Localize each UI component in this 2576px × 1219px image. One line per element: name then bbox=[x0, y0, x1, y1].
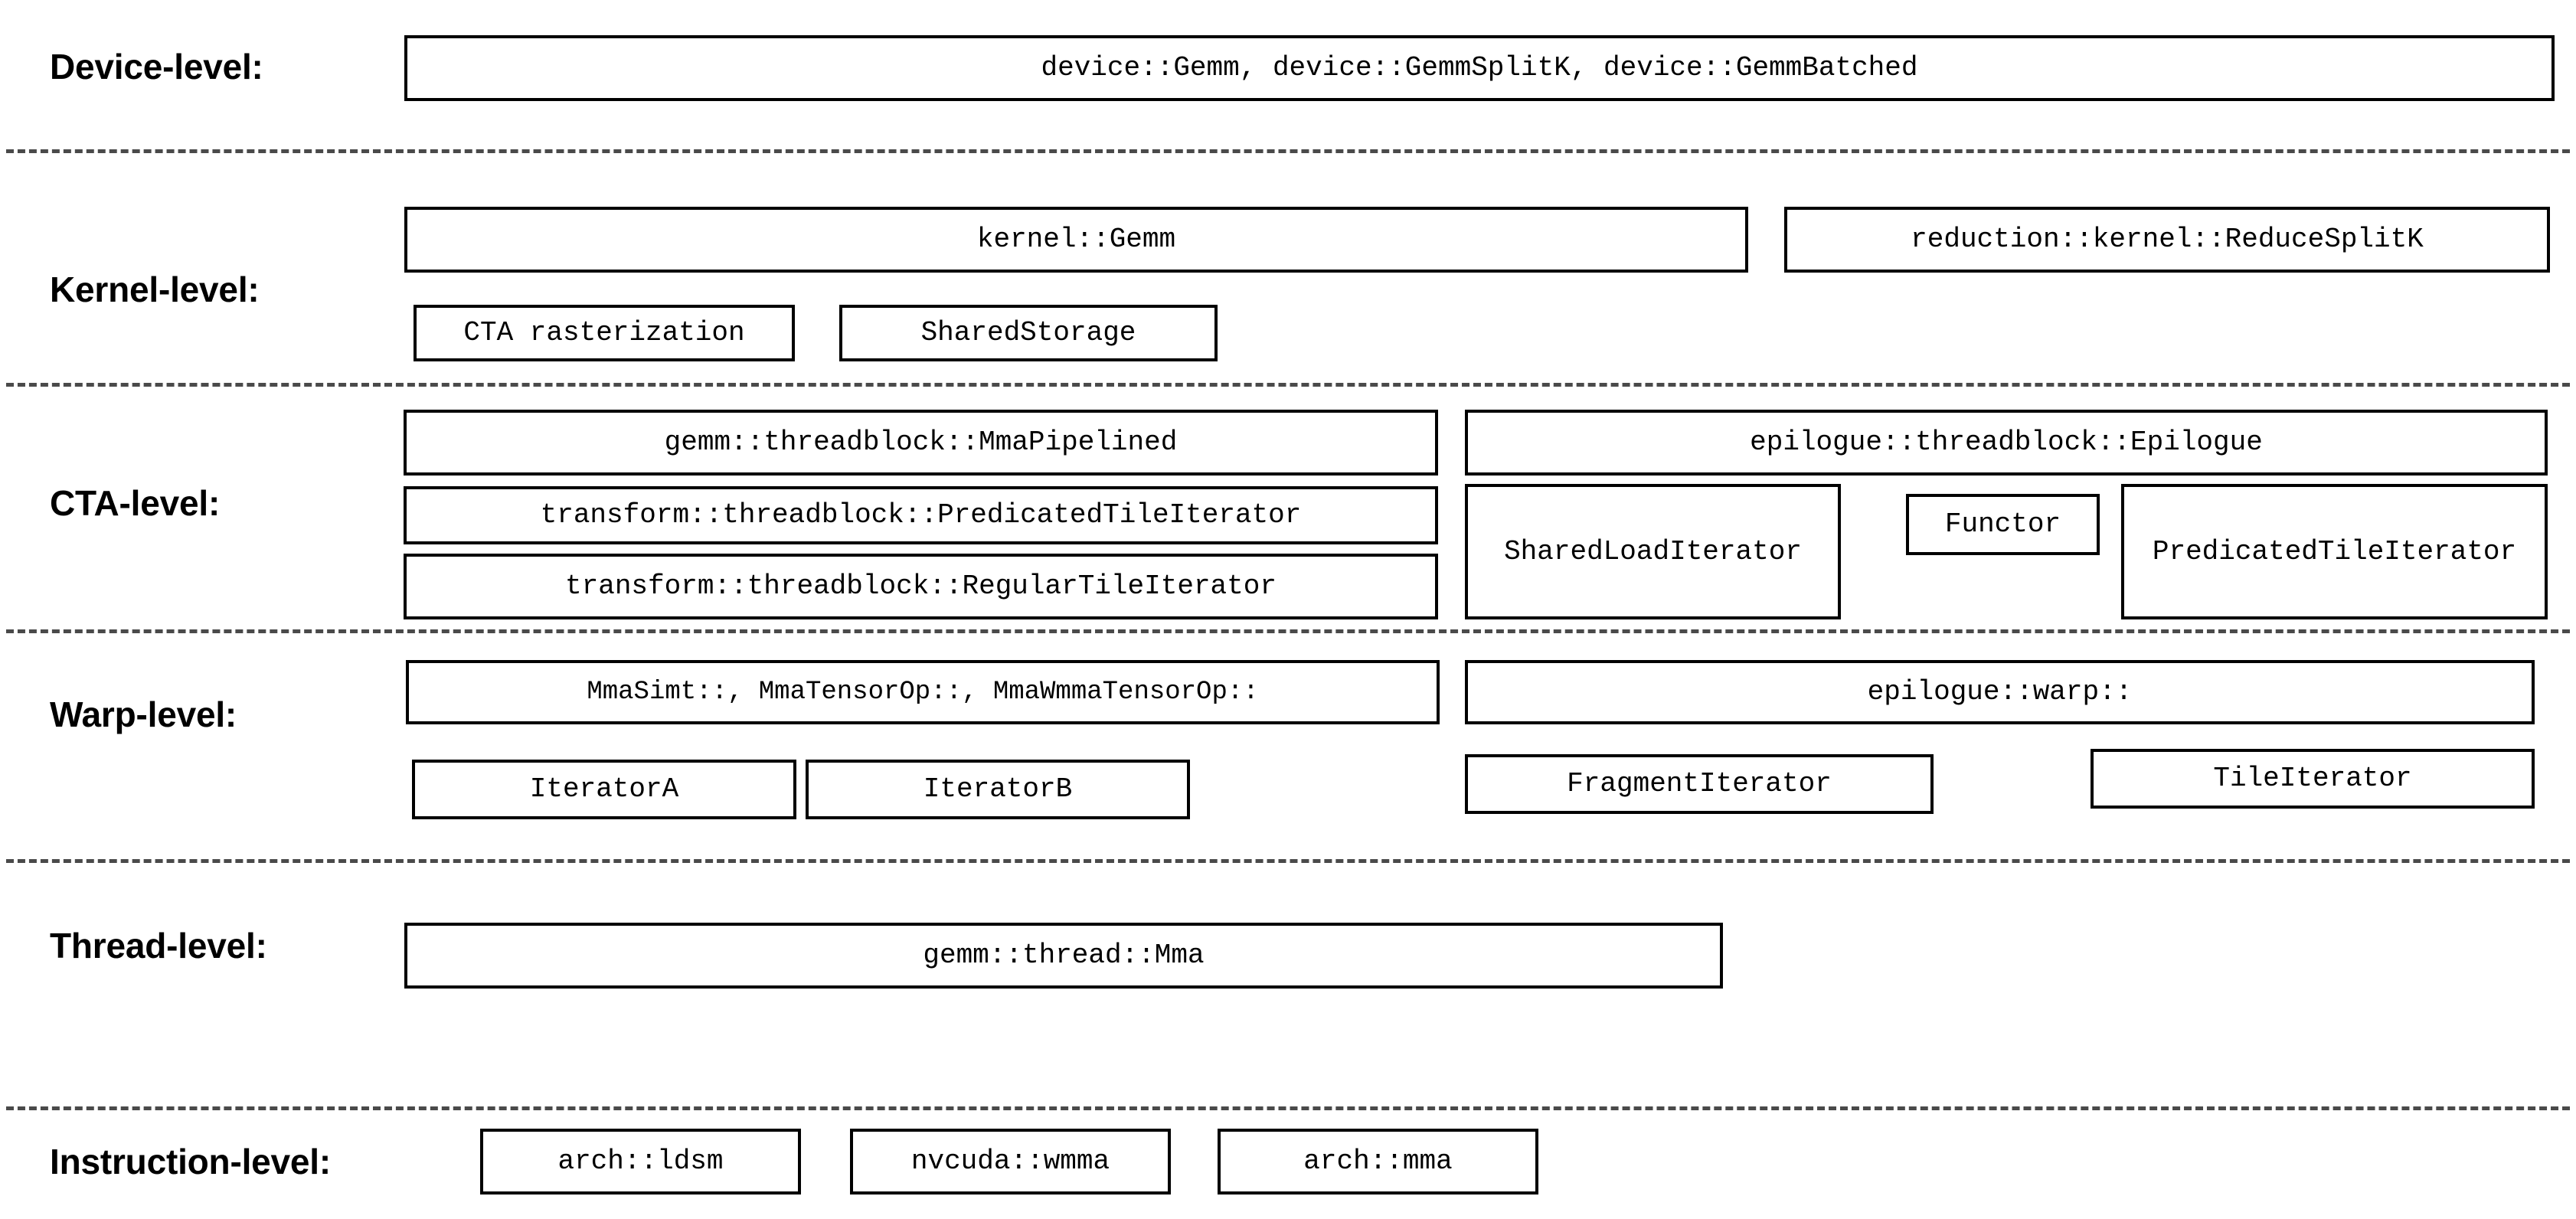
node-reduction-kernel-reducesplitk[interactable]: reduction::kernel::ReduceSplitK bbox=[1784, 207, 2550, 273]
divider-thread-instruction bbox=[6, 1106, 2570, 1110]
node-nvcuda-wmma[interactable]: nvcuda::wmma bbox=[850, 1129, 1171, 1194]
node-iterator-a[interactable]: IteratorA bbox=[412, 760, 796, 819]
node-predicatedtileiterator[interactable]: PredicatedTileIterator bbox=[2121, 484, 2548, 619]
divider-device-kernel bbox=[6, 149, 2570, 153]
node-fragmentiterator[interactable]: FragmentIterator bbox=[1465, 754, 1934, 814]
level-label-device: Device-level: bbox=[50, 47, 263, 87]
node-sharedloaditerator[interactable]: SharedLoadIterator bbox=[1465, 484, 1841, 619]
node-cta-rasterization[interactable]: CTA rasterization bbox=[414, 305, 795, 361]
divider-warp-thread bbox=[6, 859, 2570, 863]
node-transform-threadblock-predicatedtileiterator[interactable]: transform::threadblock::PredicatedTileIt… bbox=[404, 486, 1438, 544]
node-mma-warp-ops[interactable]: MmaSimt::, MmaTensorOp::, MmaWmmaTensorO… bbox=[406, 660, 1440, 724]
node-shared-storage[interactable]: SharedStorage bbox=[839, 305, 1218, 361]
node-transform-threadblock-regulartileiterator[interactable]: transform::threadblock::RegularTileItera… bbox=[404, 554, 1438, 619]
node-gemm-threadblock-mmapipelined[interactable]: gemm::threadblock::MmaPipelined bbox=[404, 410, 1438, 476]
level-label-kernel: Kernel-level: bbox=[50, 270, 260, 309]
node-epilogue-warp[interactable]: epilogue::warp:: bbox=[1465, 660, 2535, 724]
divider-cta-warp bbox=[6, 629, 2570, 633]
level-label-thread: Thread-level: bbox=[50, 926, 267, 966]
level-label-cta: CTA-level: bbox=[50, 483, 221, 523]
node-device-gemm[interactable]: device::Gemm, device::GemmSplitK, device… bbox=[404, 35, 2555, 101]
divider-kernel-cta bbox=[6, 383, 2570, 387]
level-label-instruction: Instruction-level: bbox=[50, 1142, 332, 1181]
level-label-warp: Warp-level: bbox=[50, 694, 237, 734]
node-gemm-thread-mma[interactable]: gemm::thread::Mma bbox=[404, 923, 1723, 989]
node-arch-ldsm[interactable]: arch::ldsm bbox=[480, 1129, 801, 1194]
node-kernel-gemm[interactable]: kernel::Gemm bbox=[404, 207, 1748, 273]
node-functor[interactable]: Functor bbox=[1906, 494, 2100, 555]
node-epilogue-threadblock-epilogue[interactable]: epilogue::threadblock::Epilogue bbox=[1465, 410, 2548, 476]
node-arch-mma[interactable]: arch::mma bbox=[1218, 1129, 1538, 1194]
node-tileiterator[interactable]: TileIterator bbox=[2091, 749, 2535, 809]
node-iterator-b[interactable]: IteratorB bbox=[806, 760, 1190, 819]
